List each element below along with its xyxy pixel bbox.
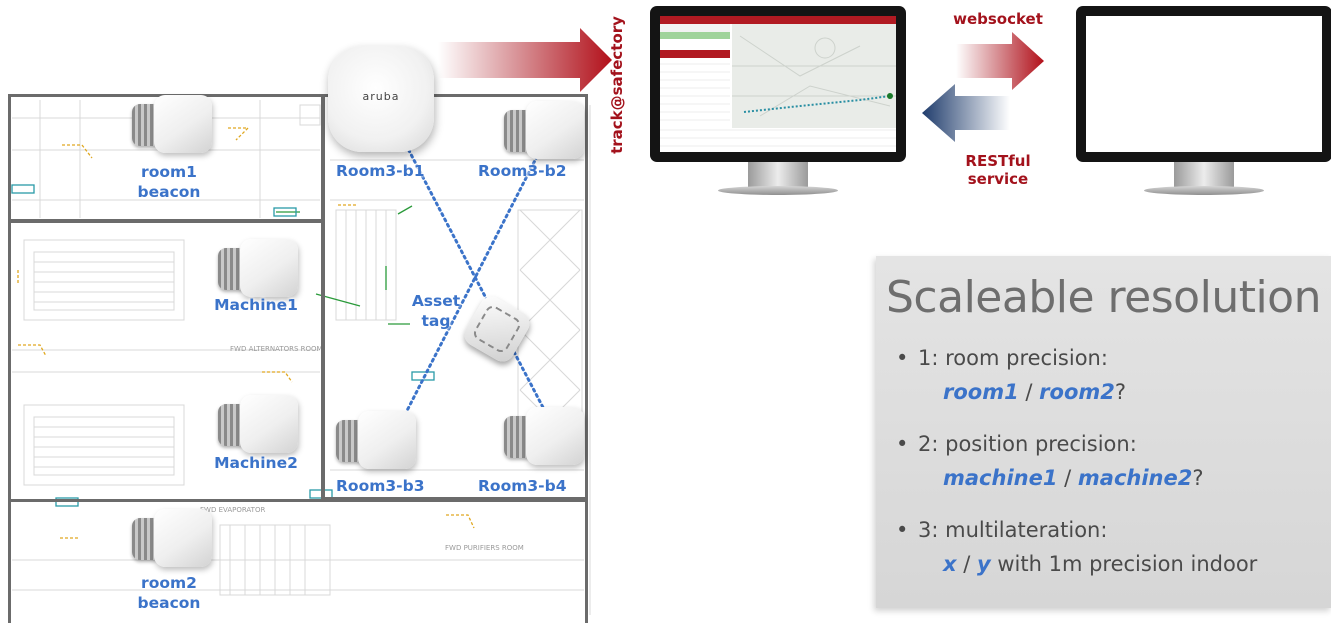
- machine2-label: Machine2: [214, 454, 298, 472]
- resolution-panel: Scaleable resolution • 1: room precision…: [876, 256, 1331, 608]
- bullet-position-precision: • 2: position precision:: [896, 430, 1137, 459]
- option-a: machine1: [943, 466, 1058, 490]
- bullet-multilateration: • 3: multilateration:: [896, 516, 1108, 545]
- option-tail: ?: [1192, 466, 1204, 490]
- restful-arrow: [922, 84, 1010, 142]
- option-sep: /: [1057, 466, 1078, 490]
- option-sep: /: [956, 552, 977, 576]
- option-b: room2: [1039, 380, 1115, 404]
- xy-options: x / y with 1m precision indoor: [943, 550, 1257, 579]
- room3-b1-label: Room3-b1: [336, 162, 425, 180]
- bullet-dot: •: [896, 518, 909, 542]
- room3-boundary: [322, 94, 588, 500]
- option-a: x: [943, 552, 957, 576]
- tracking-app-preview: [660, 16, 896, 147]
- option-sep: /: [1018, 380, 1040, 404]
- room2-boundary: [8, 499, 588, 623]
- option-tail: ?: [1114, 380, 1127, 404]
- room-options: room1 / room2?: [943, 378, 1126, 407]
- machine1-label: Machine1: [214, 296, 298, 314]
- track-safectory-label-wrap: track@safectory: [598, 0, 636, 170]
- bullet-room-precision: • 1: room precision:: [896, 344, 1108, 373]
- option-b: y: [976, 552, 991, 576]
- machine-options: machine1 / machine2?: [943, 464, 1204, 493]
- aruba-logo: aruba: [362, 90, 400, 103]
- asset-tag-label: Asset tag: [411, 292, 461, 330]
- plan-text-purifiers: FWD PURIFIERS ROOM: [445, 544, 524, 552]
- floor-plan-drawing: FWD ALTERNATORS ROOM FWD EVAPORATOR FWD …: [11, 100, 591, 615]
- trilateration-lines: [390, 116, 562, 442]
- track-arrow: [438, 28, 612, 92]
- tracking-app-screenshot: [660, 16, 896, 152]
- room2-beacon-label: room2 beacon: [137, 574, 201, 612]
- machine1-beacon-device: [218, 236, 298, 302]
- aruba-access-point: aruba: [328, 46, 434, 152]
- bullet-dot: •: [896, 432, 909, 456]
- room1-beacon-label: room1 beacon: [137, 163, 201, 201]
- track-safectory-label: track@safectory: [608, 16, 626, 154]
- plan-text-evaporator: FWD EVAPORATOR: [200, 506, 265, 514]
- websocket-arrow: [956, 32, 1044, 90]
- bullet-text: 2: position precision:: [918, 432, 1137, 456]
- bullet-dot: •: [896, 346, 909, 370]
- room3-b2-label: Room3-b2: [478, 162, 567, 180]
- bullet-text: 3: multilateration:: [918, 518, 1108, 542]
- plan-text-alternators: FWD ALTERNATORS ROOM: [230, 345, 323, 353]
- option-b: machine2: [1077, 466, 1193, 490]
- floor-plan: FWD ALTERNATORS ROOM FWD EVAPORATOR FWD …: [0, 0, 600, 623]
- panel-title: Scaleable resolution: [886, 272, 1321, 323]
- machine2-beacon-device: [218, 392, 298, 458]
- room1-beacon-device: [132, 92, 212, 158]
- option-a: room1: [943, 380, 1019, 404]
- option-tail: with 1m precision indoor: [990, 552, 1258, 576]
- restful-service-label: RESTful service: [965, 152, 1031, 188]
- bullet-text: 1: room precision:: [918, 346, 1108, 370]
- room3-b2-beacon-device: [504, 98, 584, 164]
- room3-b3-beacon-device: [336, 408, 416, 474]
- room2-beacon-device: [132, 506, 212, 572]
- room3-b3-label: Room3-b3: [336, 477, 425, 495]
- room3-b4-label: Room3-b4: [478, 477, 567, 495]
- client-screen: [1086, 16, 1322, 152]
- websocket-label: websocket: [953, 10, 1043, 28]
- room3-b4-beacon-device: [504, 404, 584, 470]
